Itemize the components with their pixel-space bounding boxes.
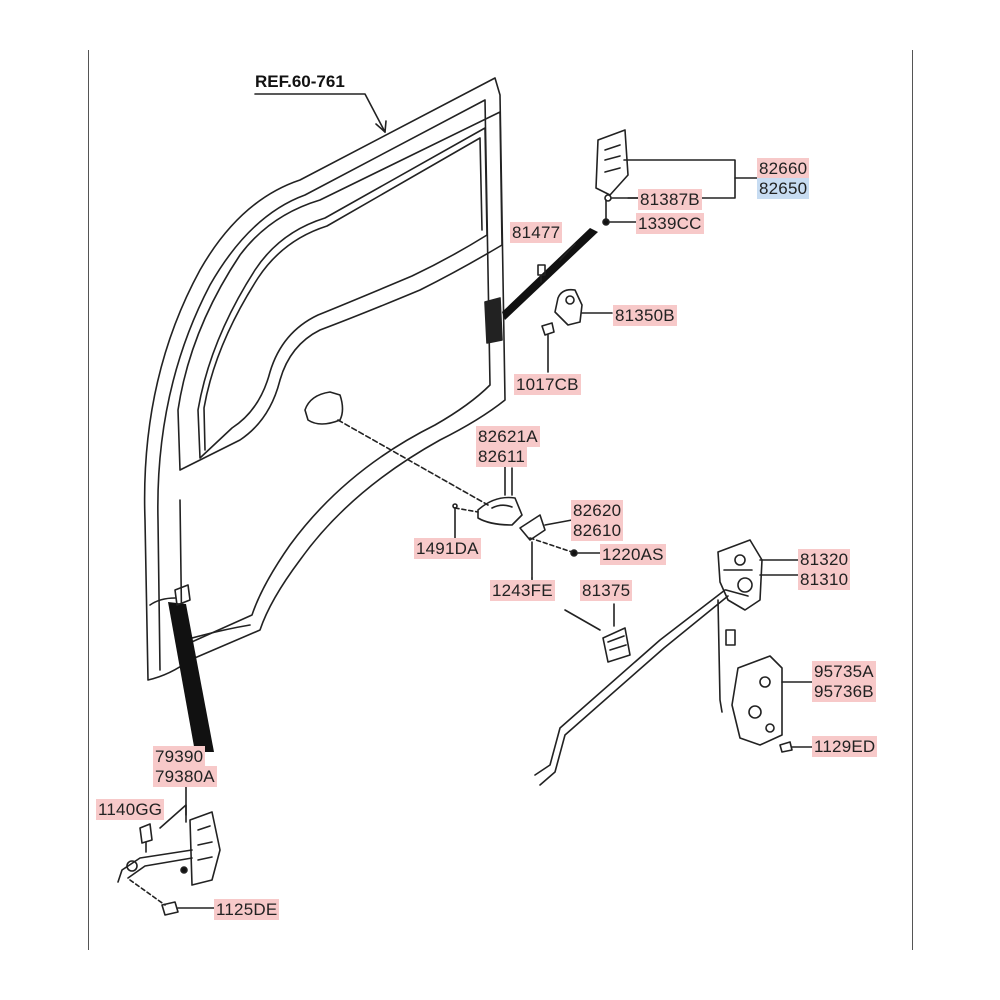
handle-recess (304, 391, 344, 425)
rod-clip (602, 627, 631, 663)
inside-handle (477, 496, 523, 526)
part-label-81477[interactable]: 81477 (510, 222, 563, 243)
part-label-82621a[interactable]: 82621A (476, 426, 540, 447)
door-panel (143, 77, 506, 681)
part-label-1125de[interactable]: 1125DE (214, 899, 280, 920)
striker-plate (731, 655, 783, 746)
part-label-1140gg[interactable]: 1140GG (96, 799, 165, 820)
latch-notch (484, 297, 503, 344)
frame-left-border (88, 50, 89, 950)
part-label-82611[interactable]: 82611 (476, 446, 528, 467)
part-label-1017cb[interactable]: 1017CB (514, 374, 581, 395)
part-label-81310[interactable]: 81310 (798, 569, 851, 590)
part-label-79380a[interactable]: 79380A (153, 766, 217, 787)
part-label-82620[interactable]: 82620 (571, 500, 624, 521)
part-label-81350b[interactable]: 81350B (613, 305, 677, 326)
window-frame-inner (197, 127, 488, 459)
window-frame-outer (177, 111, 503, 471)
striker (554, 288, 583, 326)
part-label-79390[interactable]: 79390 (153, 746, 206, 767)
part-label-81320[interactable]: 81320 (798, 549, 851, 570)
part-label-95736b[interactable]: 95736B (812, 681, 876, 702)
part-label-1129ed[interactable]: 1129ED (812, 736, 878, 757)
outside-handle (595, 129, 629, 196)
part-label-1243fe[interactable]: 1243FE (490, 580, 555, 601)
part-label-95735a[interactable]: 95735A (812, 661, 876, 682)
door-latch (717, 539, 763, 611)
part-label-82610[interactable]: 82610 (571, 520, 624, 541)
part-label-82650[interactable]: 82650 (757, 178, 810, 199)
part-label-1339cc[interactable]: 1339CC (636, 213, 704, 234)
door-checker (189, 811, 221, 886)
part-label-1220as[interactable]: 1220AS (600, 544, 666, 565)
frame-right-border (912, 50, 913, 950)
part-label-81387b[interactable]: 81387B (638, 189, 702, 210)
door-inner-edge (157, 99, 491, 671)
part-label-82660[interactable]: 82660 (757, 158, 810, 179)
part-label-81375[interactable]: 81375 (580, 580, 633, 601)
part-label-1491da[interactable]: 1491DA (414, 538, 481, 559)
reference-label: REF.60-761 (255, 72, 345, 91)
